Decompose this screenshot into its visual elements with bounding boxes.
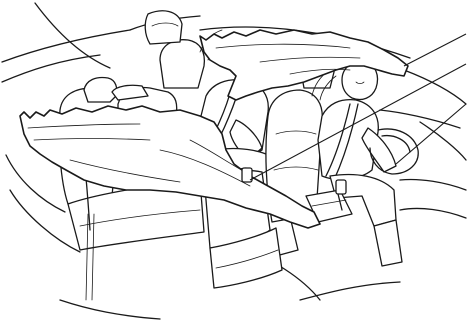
driver-occupant — [312, 62, 418, 266]
curtain-airbag-right — [200, 30, 408, 100]
leader-line-1 — [404, 34, 466, 66]
